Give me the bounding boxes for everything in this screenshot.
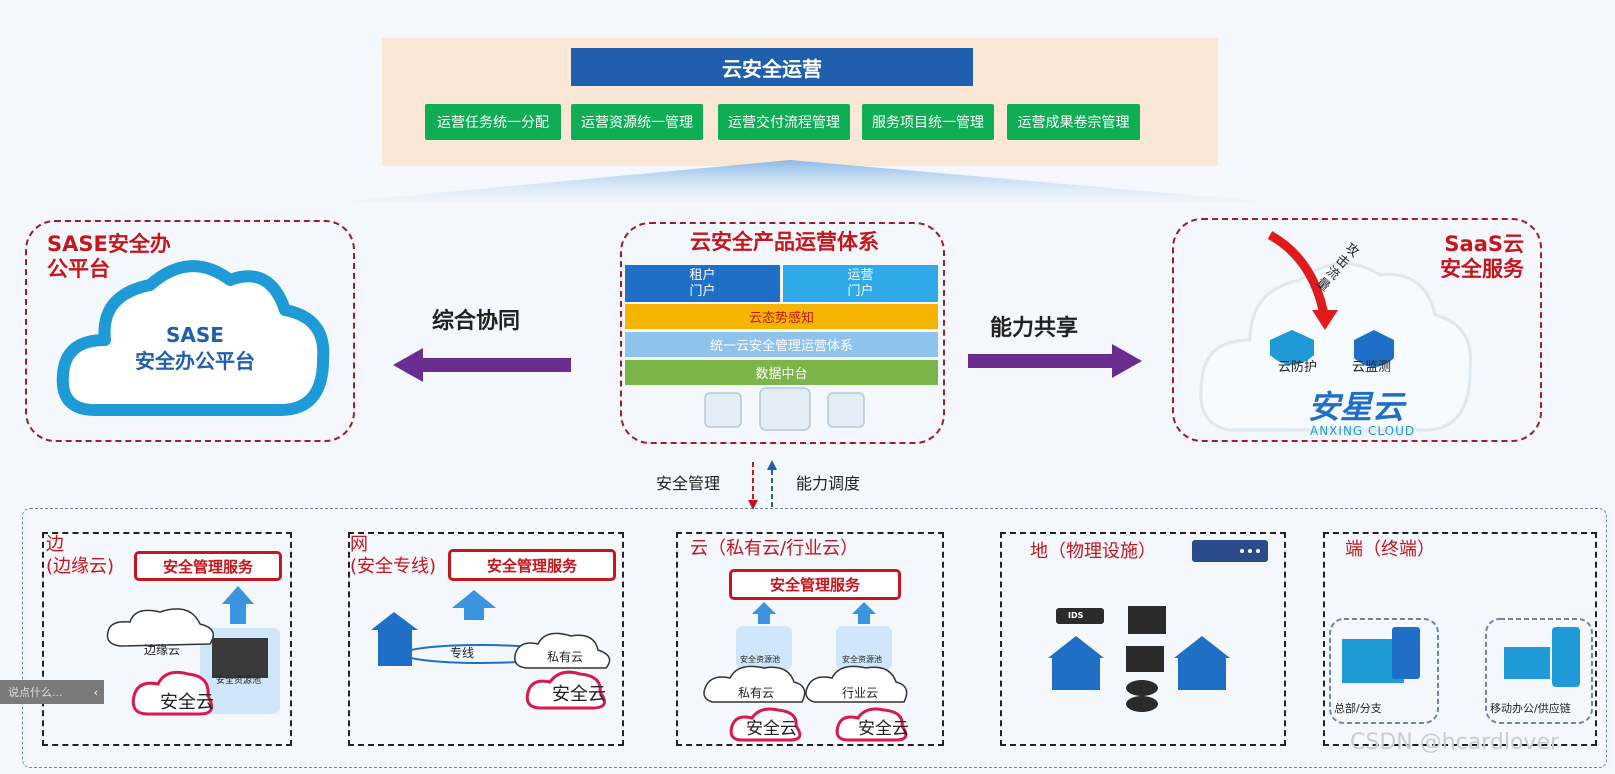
- bottom-frame: [22, 508, 1607, 768]
- net-line-label: 专线: [450, 646, 475, 660]
- net-private-cloud-label: 私有云: [547, 650, 584, 664]
- cloud-monitor-label: 云监测: [1352, 360, 1392, 375]
- net-secure-cloud-label: 安全云: [552, 684, 606, 705]
- net-panel: [348, 532, 624, 746]
- product-ops-panel: [620, 222, 945, 444]
- net-title: 网 (安全专线): [350, 534, 437, 577]
- edge-pool-label: 安全资源池: [216, 676, 262, 686]
- saas-panel: [1172, 218, 1542, 442]
- cloud-pool2-label: 安全资源池: [842, 655, 882, 664]
- product-ops-title: 云安全产品运营体系: [690, 230, 879, 254]
- ground-title: 地（物理设施）: [1030, 541, 1156, 562]
- cloud-industry-label: 行业云: [842, 686, 879, 700]
- data-center-bar[interactable]: 数据中台: [625, 360, 938, 385]
- hq-branch-label: 总部/分支: [1334, 702, 1382, 715]
- sase-cloud-icon: [56, 260, 330, 416]
- sase-cloud-text: SASE 安全办公平台: [100, 322, 290, 374]
- ground-illustration: [1048, 606, 1230, 712]
- anxing-cloud-en: ANXING CLOUD: [1310, 424, 1416, 438]
- ids-label: IDS: [1068, 611, 1084, 620]
- ops-resource-button[interactable]: 运营资源统一管理: [571, 104, 703, 140]
- cloud-security-operations-title: 云安全运营: [571, 48, 973, 86]
- cloud-protection-label: 云防护: [1278, 360, 1318, 375]
- cloud-private-label: 私有云: [738, 686, 775, 700]
- situation-awareness-bar[interactable]: 云态势感知: [625, 304, 938, 329]
- net-illustration: [371, 590, 611, 710]
- sase-cloud-line1: SASE: [166, 323, 224, 347]
- server-device-icon: [1192, 540, 1268, 562]
- cloud-secure1-label: 安全云: [746, 719, 797, 739]
- ops-portal[interactable]: 运营 门户: [783, 265, 938, 302]
- net-service-box[interactable]: 安全管理服务: [448, 549, 616, 581]
- edge-secure-cloud-label: 安全云: [160, 692, 214, 713]
- watermark: CSDN @hcardlover: [1350, 730, 1560, 755]
- capability-dispatch-label: 能力调度: [796, 474, 861, 493]
- security-management-label: 安全管理: [656, 474, 721, 493]
- dispatch-arrows-icon: [748, 460, 777, 510]
- tenant-portal[interactable]: 租户 门户: [625, 265, 780, 302]
- mobile-office-label: 移动办公/供应链: [1490, 702, 1571, 715]
- cloud-title: 云（私有云/行业云）: [690, 538, 859, 559]
- cloud-service-box[interactable]: 安全管理服务: [729, 569, 901, 600]
- chevron-left-icon[interactable]: ‹: [93, 685, 98, 699]
- cloud-panel: [676, 532, 944, 746]
- arrow-left-icon: [393, 348, 571, 382]
- sase-cloud-line2: 安全办公平台: [135, 349, 255, 373]
- ops-delivery-button[interactable]: 运营交付流程管理: [718, 104, 850, 140]
- comment-bar-label: 说点什么...: [8, 686, 63, 699]
- edge-panel: [42, 532, 292, 746]
- cloud-secure2-label: 安全云: [858, 719, 909, 739]
- end-title: 端（终端）: [1345, 539, 1435, 560]
- edge-service-box[interactable]: 安全管理服务: [134, 551, 282, 581]
- ground-panel: [1000, 532, 1286, 746]
- arrow-right-icon: [968, 344, 1142, 378]
- edge-cloud-label: 边缘云: [144, 643, 181, 657]
- end-panel: [1323, 532, 1597, 746]
- saas-panel-title: SaaS云 安全服务: [1440, 232, 1524, 281]
- ops-task-button[interactable]: 运营任务统一分配: [425, 104, 561, 140]
- unified-management-bar[interactable]: 统一云安全管理运营体系: [625, 332, 938, 357]
- saas-cloud-icon: [1199, 231, 1473, 432]
- edge-illustration: [106, 586, 280, 716]
- link-left-label: 综合协同: [432, 309, 521, 334]
- ops-archive-button[interactable]: 运营成果卷宗管理: [1007, 104, 1140, 140]
- connection-beam: [340, 160, 1270, 202]
- sase-panel: [25, 220, 355, 442]
- end-illustration: [1329, 618, 1593, 724]
- anxing-cloud-logo: 安星云: [1308, 388, 1405, 426]
- cloud-pool1-label: 安全资源池: [740, 655, 780, 664]
- comment-bar[interactable]: 说点什么... ‹: [0, 680, 104, 704]
- cloud-illustration: [703, 602, 908, 742]
- edge-title: 边 (边缘云): [46, 534, 115, 577]
- sase-panel-title: SASE安全办 公平台: [47, 232, 171, 281]
- service-project-button[interactable]: 服务项目统一管理: [862, 104, 994, 140]
- database-icon: [704, 387, 865, 431]
- link-right-label: 能力共享: [990, 316, 1079, 341]
